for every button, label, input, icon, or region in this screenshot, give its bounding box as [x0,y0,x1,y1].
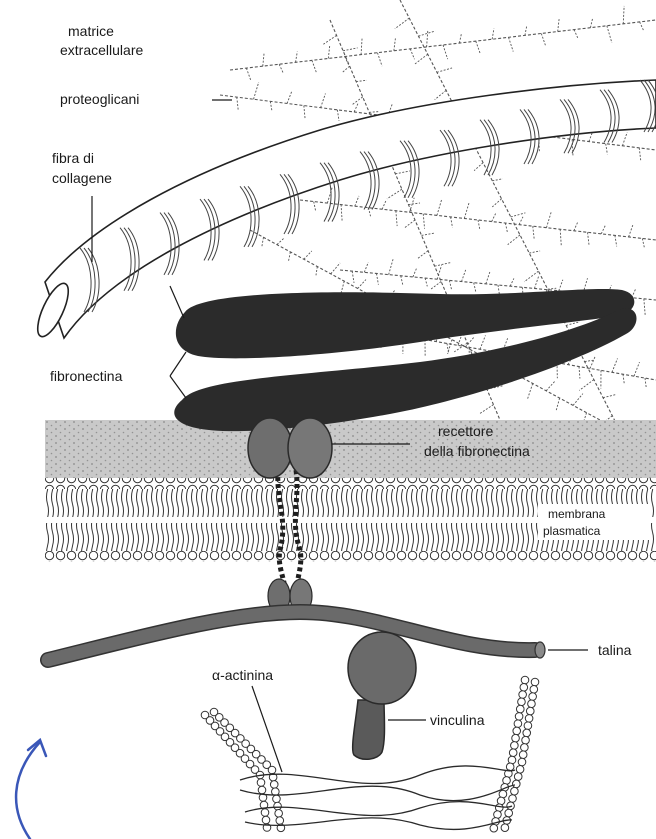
label-membrana-line2: plasmatica [543,524,601,538]
label-matrice-line2: extracellulare [60,42,143,58]
label-fibra-line1: fibra di [52,150,94,166]
label-alpha-actinina: α-actinina [212,667,273,683]
label-vinculina: vinculina [430,712,485,728]
label-matrice-line1: matrice [68,23,114,39]
actin-filament-right [490,676,539,832]
label-talina: talina [598,642,632,658]
label-membrana-line1: membrana [548,507,606,521]
label-recettore-line1: recettore [438,423,493,439]
label-fibronectina: fibronectina [50,368,123,384]
label-proteoglicani: proteoglicani [60,91,139,107]
label-recettore-line2: della fibronectina [424,443,530,459]
actin-filament-left [201,708,284,831]
handdrawn-arrow-icon [16,740,46,839]
vinculin-molecule [348,632,416,759]
label-fibra-line2: collagene [52,170,112,186]
talin-filament [48,612,545,660]
fibronectin-molecule [174,289,636,431]
